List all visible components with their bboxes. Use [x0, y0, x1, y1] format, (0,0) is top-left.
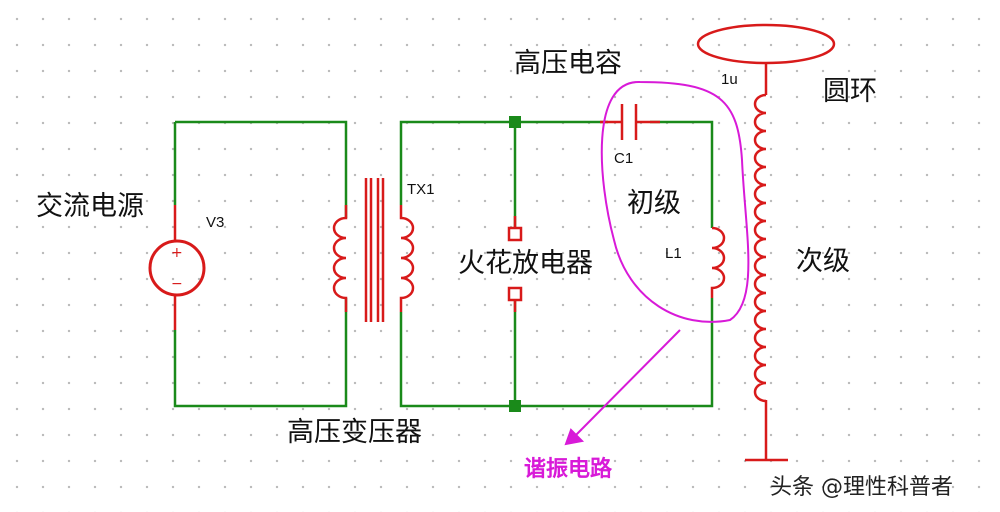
secondary-label: 次级	[796, 246, 850, 277]
c1-label: C1	[614, 150, 633, 167]
hv-capacitor-label: 高压电容	[514, 48, 622, 79]
1u-label: 1u	[721, 71, 738, 88]
transformer-tx1	[332, 178, 415, 322]
svg-text:−: −	[171, 276, 183, 292]
watermark: 头条 @理性科普者	[770, 475, 953, 500]
l1-label: L1	[665, 245, 682, 262]
secondary-coil	[696, 23, 836, 462]
ac-source-v3: + −	[148, 205, 206, 330]
capacitor-c1	[600, 104, 660, 140]
toroid-label: 圆环	[823, 76, 877, 107]
svg-text:+: +	[171, 245, 183, 261]
primary-coil-l1	[710, 226, 726, 298]
spark-gap	[507, 216, 523, 312]
junction-top	[509, 116, 521, 128]
resonant-loop-wires	[399, 120, 714, 408]
junction-bottom	[509, 400, 521, 412]
tx1-label: TX1	[407, 181, 435, 198]
spark-gap-label: 火花放电器	[458, 248, 593, 279]
ac-source-label: 交流电源	[36, 191, 144, 222]
resonant-circuit-label: 谐振电路	[524, 456, 613, 482]
source-loop-wires	[173, 120, 348, 408]
hv-transformer-label: 高压变压器	[287, 417, 422, 448]
v3-label: V3	[206, 214, 224, 231]
resonant-circuit-highlight	[564, 80, 750, 446]
primary-label: 初级	[627, 188, 681, 219]
